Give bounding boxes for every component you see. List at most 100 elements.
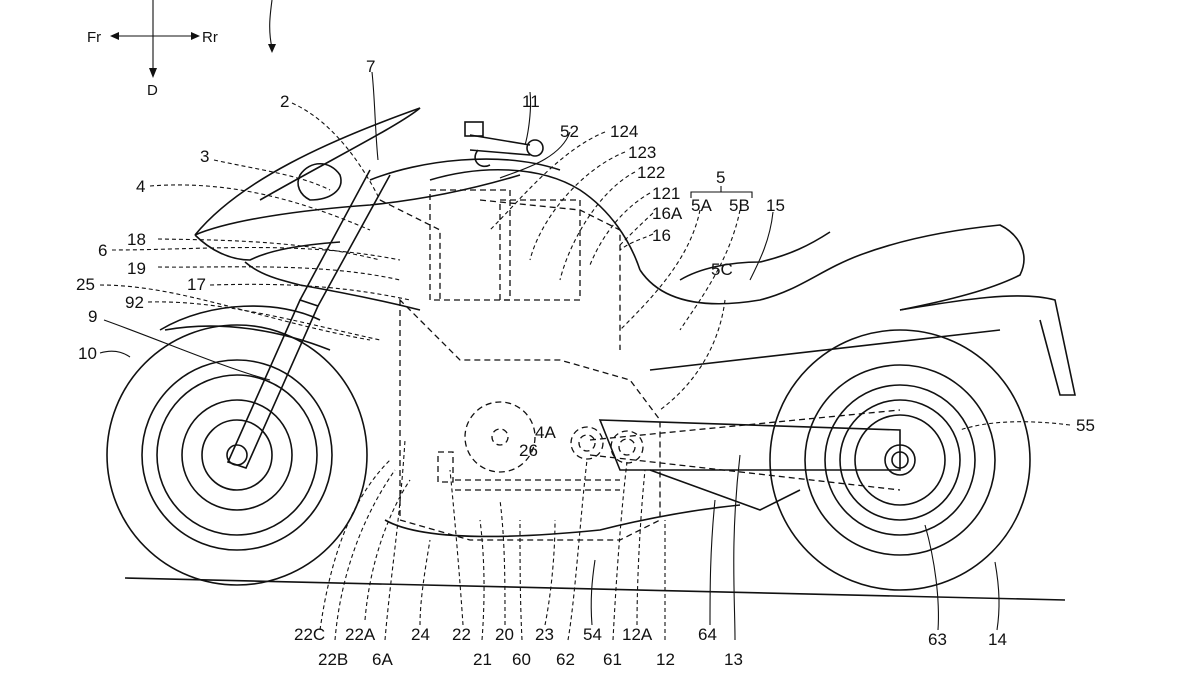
label-52: 52 (560, 122, 579, 141)
label-121: 121 (652, 184, 680, 203)
label-13: 13 (724, 650, 743, 669)
leader-52 (499, 131, 571, 179)
label-22A: 22A (345, 625, 376, 644)
leader-17 (209, 283, 411, 301)
label-122: 122 (637, 163, 665, 182)
label-123: 123 (628, 143, 656, 162)
rear-wheel (769, 329, 1031, 591)
label-5B: 5B (729, 196, 750, 215)
leader-5B (679, 209, 741, 331)
leader-62 (567, 459, 588, 641)
leader-55 (959, 421, 1071, 431)
seat (639, 224, 1025, 311)
label-11: 11 (522, 92, 540, 111)
fairing-line (194, 174, 521, 236)
rear-rim (804, 364, 996, 556)
ground-line (124, 577, 1066, 601)
cylinder-head (429, 189, 511, 301)
handlebar-bar (469, 134, 531, 156)
label-61: 61 (603, 650, 622, 669)
handlebar-clamp (464, 121, 484, 137)
label-24: 24 (411, 625, 430, 644)
front-rim-inner (156, 374, 318, 536)
label-5C: 5C (711, 260, 733, 279)
leader-10 (99, 350, 131, 358)
swingarm (589, 409, 901, 511)
label-16: 16 (652, 226, 671, 245)
leader-18 (157, 238, 381, 261)
figure-pointer-arrow-icon (268, 44, 276, 53)
rear-label: Rr (202, 29, 218, 46)
leader-22A (364, 479, 411, 621)
label-62: 62 (556, 650, 575, 669)
leader-14 (994, 561, 1000, 631)
label-20: 20 (495, 625, 514, 644)
leader-61 (612, 461, 628, 641)
leader-22C (319, 459, 391, 631)
label-9: 9 (88, 307, 97, 326)
rear-frame-lower (649, 329, 1001, 371)
leader-4 (149, 184, 371, 231)
leader-64 (709, 499, 716, 626)
leader-5C (659, 299, 726, 411)
leader-13 (733, 454, 741, 641)
reference-labels: 2 3 4 6 7 9 10 11 17 18 19 25 92 52 124 … (76, 57, 1095, 669)
label-4: 4 (136, 177, 145, 196)
front-fender (159, 305, 331, 351)
label-12: 12 (656, 650, 675, 669)
label-2: 2 (280, 92, 289, 111)
label-26: 26 (519, 441, 538, 460)
leader-22B (334, 469, 396, 641)
rear-axle-outer (884, 444, 916, 476)
label-22C: 22C (294, 625, 325, 644)
label-18: 18 (127, 230, 146, 249)
swingarm-lower (649, 469, 801, 511)
label-4A: 4A (535, 423, 556, 442)
frame-main (479, 199, 621, 350)
leader-11 (524, 91, 532, 146)
front-disc (181, 399, 293, 511)
fuel-tank-top (429, 168, 641, 271)
front-hub (201, 419, 273, 491)
rear-arrow-icon (191, 32, 200, 40)
label-12A: 12A (622, 625, 653, 644)
crankshaft-center (491, 428, 509, 446)
label-63: 63 (928, 630, 947, 649)
label-5: 5 (716, 168, 725, 187)
output-gear-2-inner (618, 438, 636, 456)
leader-9 (103, 319, 271, 381)
leader-124 (489, 131, 606, 231)
rear-hub (854, 414, 946, 506)
leader-7 (371, 71, 379, 161)
seat-upper-line (679, 231, 831, 281)
rear-disc (839, 399, 961, 521)
leader-3 (213, 159, 331, 191)
leader-lines (99, 71, 1071, 641)
leader-19 (157, 266, 401, 281)
front-wheel (106, 324, 368, 586)
direction-indicator: Fr Rr D (87, 0, 218, 99)
front-tire-outer (106, 324, 368, 586)
label-124: 124 (610, 122, 638, 141)
handlebar-grip-end (526, 139, 544, 157)
leader-22 (449, 469, 464, 626)
label-25: 25 (76, 275, 95, 294)
crankshaft-circle (464, 401, 536, 473)
label-17: 17 (187, 275, 206, 294)
front-label: Fr (87, 29, 101, 46)
label-7: 7 (366, 57, 375, 76)
leader-12A (636, 469, 646, 626)
side-cover (244, 261, 421, 311)
oil-pan (455, 479, 620, 491)
engine-sensor (437, 451, 454, 483)
label-22B: 22B (318, 650, 348, 669)
label-23: 23 (535, 625, 554, 644)
tank-front (369, 158, 561, 181)
label-60: 60 (512, 650, 531, 669)
lower-cowl (384, 504, 741, 538)
down-label: D (147, 82, 158, 99)
rear-tire-outer (769, 329, 1031, 591)
label-14: 14 (988, 630, 1007, 649)
leader-122 (559, 171, 636, 281)
